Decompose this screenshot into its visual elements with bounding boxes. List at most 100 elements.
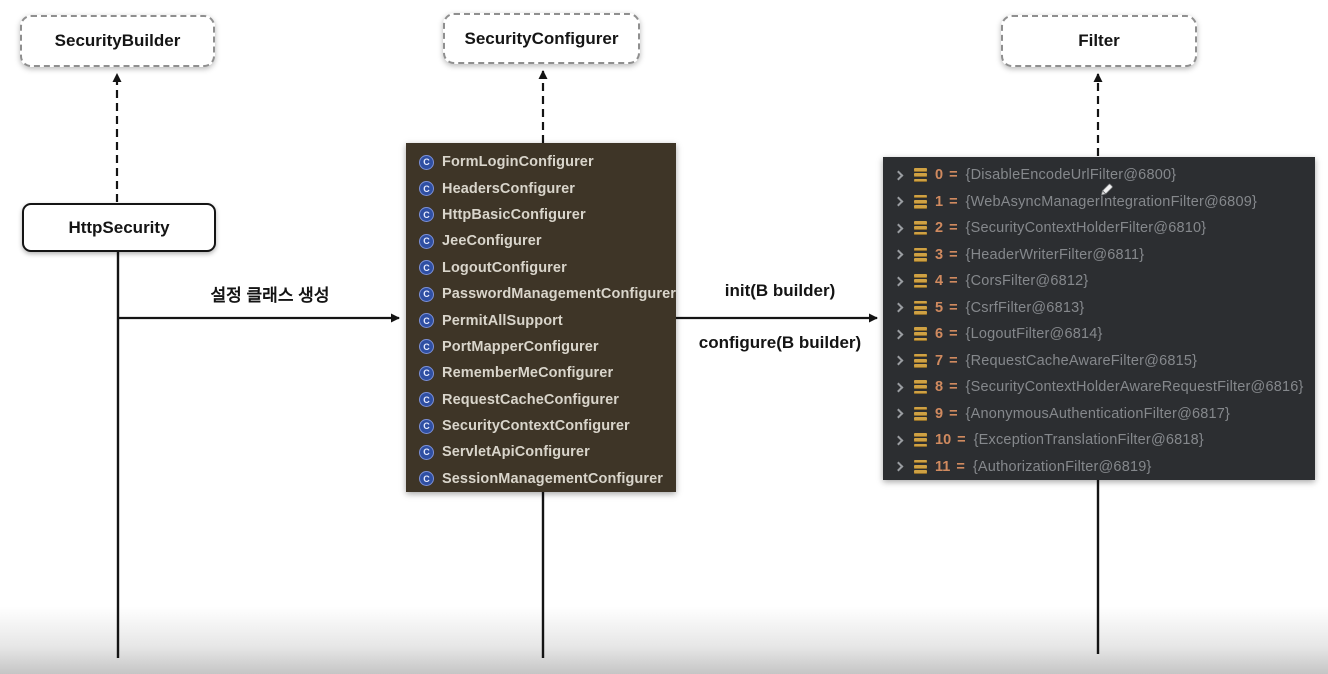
chevron-right-icon[interactable] bbox=[893, 408, 904, 419]
filter-index: 0 bbox=[935, 167, 944, 184]
array-icon bbox=[914, 353, 927, 368]
configurer-name: PasswordManagementConfigurer bbox=[442, 286, 677, 303]
node-filter-label: Filter bbox=[1078, 31, 1120, 50]
class-icon: C bbox=[419, 233, 434, 249]
chevron-right-icon[interactable] bbox=[893, 170, 904, 181]
array-icon bbox=[914, 168, 927, 183]
class-icon: C bbox=[419, 313, 434, 329]
filter-row: 8 = {SecurityContextHolderAwareRequestFi… bbox=[893, 374, 1311, 401]
class-icon: C bbox=[419, 392, 434, 408]
array-icon bbox=[914, 221, 927, 236]
configurer-list-item: C PermitAllSupport bbox=[419, 307, 670, 333]
configurer-list-item: C SecurityContextConfigurer bbox=[419, 413, 670, 439]
filter-index: 11 bbox=[935, 458, 951, 475]
array-icon bbox=[914, 327, 927, 342]
chevron-right-icon[interactable] bbox=[893, 302, 904, 313]
equals-sign: = bbox=[949, 220, 958, 237]
node-http-security-label: HttpSecurity bbox=[68, 217, 170, 237]
configurer-list-item: C PasswordManagementConfigurer bbox=[419, 281, 676, 307]
filter-value: {AuthorizationFilter@6819} bbox=[972, 458, 1152, 475]
filter-chain-debug-list: 0 = {DisableEncodeUrlFilter@6800} 1 = {W… bbox=[883, 157, 1315, 480]
equals-sign: = bbox=[949, 405, 958, 422]
filter-row: 10 = {ExceptionTranslationFilter@6818} bbox=[893, 427, 1311, 454]
filter-row: 11 = {AuthorizationFilter@6819} bbox=[893, 454, 1311, 481]
node-http-security: HttpSecurity bbox=[22, 203, 216, 252]
class-icon: C bbox=[419, 471, 434, 487]
chevron-right-icon[interactable] bbox=[893, 223, 904, 234]
filter-row: 5 = {CsrfFilter@6813} bbox=[893, 295, 1311, 322]
equals-sign: = bbox=[949, 167, 958, 184]
filter-index: 10 bbox=[935, 432, 952, 449]
filter-value: {SecurityContextHolderFilter@6810} bbox=[965, 220, 1207, 237]
filter-row: 2 = {SecurityContextHolderFilter@6810} bbox=[893, 215, 1311, 242]
node-security-configurer: SecurityConfigurer bbox=[443, 13, 640, 64]
chevron-right-icon[interactable] bbox=[893, 355, 904, 366]
chevron-right-icon[interactable] bbox=[893, 435, 904, 446]
filter-value: {LogoutFilter@6814} bbox=[965, 326, 1103, 343]
configurer-name: RememberMeConfigurer bbox=[442, 365, 614, 382]
node-security-configurer-label: SecurityConfigurer bbox=[464, 28, 619, 48]
class-icon: C bbox=[419, 260, 434, 276]
configurer-list-item: C HttpBasicConfigurer bbox=[419, 202, 670, 228]
edge-label-create-config-class: 설정 클래스 생성 bbox=[210, 286, 330, 305]
configurer-list-item: C LogoutConfigurer bbox=[419, 255, 670, 281]
filter-value: {RequestCacheAwareFilter@6815} bbox=[965, 352, 1198, 369]
configurer-name: RequestCacheConfigurer bbox=[442, 391, 620, 408]
class-icon: C bbox=[419, 444, 434, 460]
filter-value: {DisableEncodeUrlFilter@6800} bbox=[965, 167, 1177, 184]
array-icon bbox=[914, 247, 927, 262]
filter-index: 8 bbox=[935, 379, 944, 396]
chevron-right-icon[interactable] bbox=[893, 249, 904, 260]
configurer-name: PermitAllSupport bbox=[442, 312, 563, 329]
configurer-list-item: C ServletApiConfigurer bbox=[419, 439, 670, 465]
configurer-list-item: C JeeConfigurer bbox=[419, 228, 670, 254]
configurer-list-item: C RequestCacheConfigurer bbox=[419, 387, 670, 413]
configurer-class-list: C FormLoginConfigurer C HeadersConfigure… bbox=[406, 143, 676, 492]
filter-row: 4 = {CorsFilter@6812} bbox=[893, 268, 1311, 295]
filter-index: 1 bbox=[935, 193, 944, 210]
configurer-name: JeeConfigurer bbox=[442, 233, 542, 250]
configurer-name: FormLoginConfigurer bbox=[442, 154, 594, 171]
filter-value: {HeaderWriterFilter@6811} bbox=[965, 246, 1145, 263]
chevron-right-icon[interactable] bbox=[893, 382, 904, 393]
equals-sign: = bbox=[957, 432, 966, 449]
filter-value: {AnonymousAuthenticationFilter@6817} bbox=[965, 405, 1231, 422]
configurer-name: SessionManagementConfigurer bbox=[442, 470, 664, 487]
configurer-name: HeadersConfigurer bbox=[442, 180, 576, 197]
chevron-right-icon[interactable] bbox=[893, 196, 904, 207]
filter-index: 6 bbox=[935, 326, 944, 343]
configurer-name: ServletApiConfigurer bbox=[442, 444, 590, 461]
configurer-name: HttpBasicConfigurer bbox=[442, 206, 586, 223]
configurer-name: SecurityContextConfigurer bbox=[442, 418, 630, 435]
filter-row: 9 = {AnonymousAuthenticationFilter@6817} bbox=[893, 401, 1311, 428]
configurer-list-item: C RememberMeConfigurer bbox=[419, 360, 670, 386]
equals-sign: = bbox=[949, 299, 958, 316]
class-icon: C bbox=[419, 181, 434, 197]
equals-sign: = bbox=[949, 246, 958, 263]
filter-value: {WebAsyncManagerIntegrationFilter@6809} bbox=[965, 193, 1258, 210]
chevron-right-icon[interactable] bbox=[893, 461, 904, 472]
equals-sign: = bbox=[949, 326, 958, 343]
edge-label-configure: configure(B builder) bbox=[698, 333, 862, 352]
filter-index: 9 bbox=[935, 405, 944, 422]
node-filter: Filter bbox=[1001, 15, 1197, 67]
chevron-right-icon[interactable] bbox=[893, 276, 904, 287]
filter-row: 6 = {LogoutFilter@6814} bbox=[893, 321, 1311, 348]
configurer-list-item: C SessionManagementConfigurer bbox=[419, 466, 670, 492]
filter-value: {CorsFilter@6812} bbox=[965, 273, 1089, 290]
class-icon: C bbox=[419, 418, 434, 434]
configurer-list-item: C HeadersConfigurer bbox=[419, 175, 670, 201]
chevron-right-icon[interactable] bbox=[893, 329, 904, 340]
filter-row: 3 = {HeaderWriterFilter@6811} bbox=[893, 242, 1311, 269]
equals-sign: = bbox=[949, 352, 958, 369]
class-icon: C bbox=[419, 365, 434, 381]
filter-index: 4 bbox=[935, 273, 944, 290]
equals-sign: = bbox=[949, 273, 958, 290]
configurer-list-item: C FormLoginConfigurer bbox=[419, 149, 670, 175]
filter-row: 1 = {WebAsyncManagerIntegrationFilter@68… bbox=[893, 189, 1311, 216]
edge-label-init: init(B builder) bbox=[724, 281, 836, 300]
equals-sign: = bbox=[949, 193, 958, 210]
array-icon bbox=[914, 300, 927, 315]
equals-sign: = bbox=[949, 379, 958, 396]
